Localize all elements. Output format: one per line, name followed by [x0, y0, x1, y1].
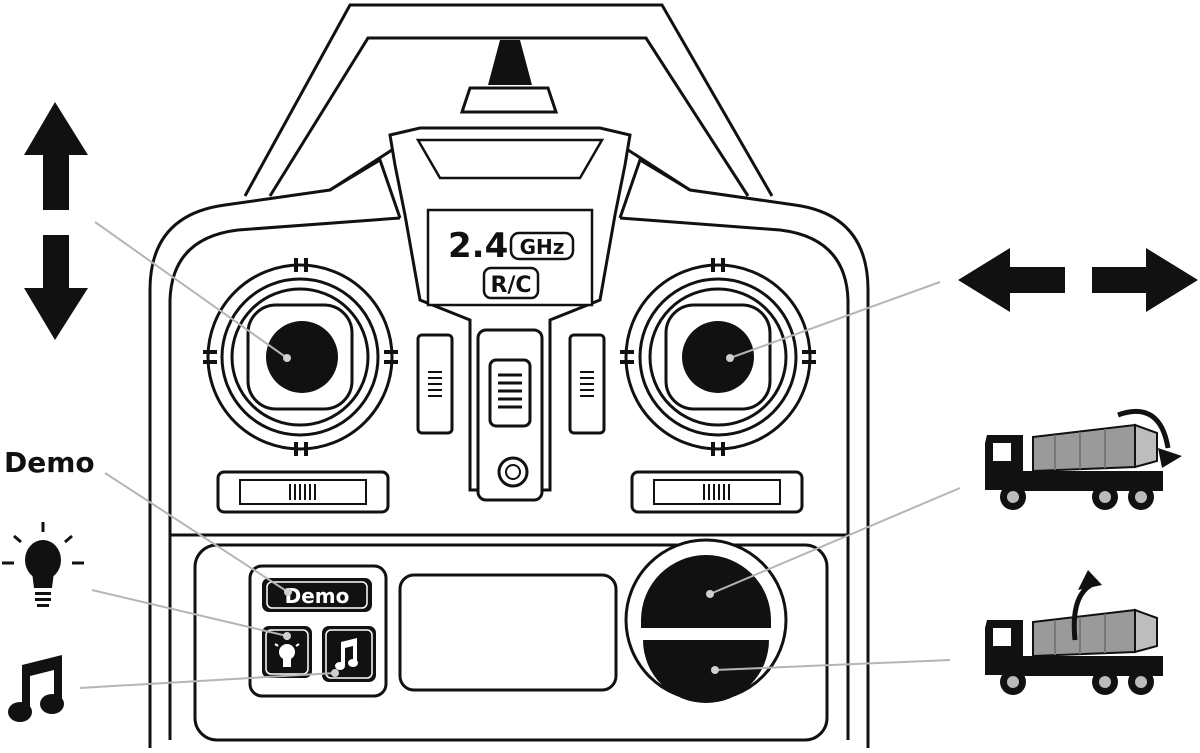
- demo-button[interactable]: Demo: [262, 578, 372, 612]
- right-horizontal-trim[interactable]: [630, 470, 804, 514]
- drum-rotation-knob[interactable]: [624, 538, 788, 703]
- carry-handle: [243, 3, 774, 197]
- frequency-unit-label: GHz: [520, 235, 565, 259]
- arrow-down-icon: [24, 235, 88, 340]
- frequency-label: 2.4: [448, 226, 508, 266]
- left-vertical-trim[interactable]: [416, 333, 454, 435]
- music-note-icon: [335, 638, 358, 670]
- music-note-icon: [8, 655, 64, 722]
- arrow-up-icon: [24, 102, 88, 210]
- knob-upper-half[interactable]: [641, 555, 771, 628]
- knob-lower-half[interactable]: [643, 640, 769, 703]
- center-panel: 2.4 GHz R/C: [388, 126, 632, 492]
- right-joystick[interactable]: [620, 258, 816, 456]
- demo-button-label: Demo: [285, 584, 350, 608]
- throttle-trim[interactable]: [476, 328, 544, 502]
- antenna: [459, 40, 559, 114]
- leader-lines: [79, 221, 961, 689]
- demo-callout-label: Demo: [4, 446, 95, 479]
- light-bulb-icon: [2, 522, 84, 607]
- mixer-drum-rotate-counterclockwise-icon: [984, 570, 1164, 696]
- rc-label: R/C: [490, 273, 531, 298]
- arrow-left-icon: [958, 248, 1065, 312]
- left-horizontal-trim[interactable]: [216, 470, 390, 514]
- light-button[interactable]: [262, 626, 312, 678]
- right-vertical-trim[interactable]: [568, 333, 606, 435]
- music-button[interactable]: [322, 626, 376, 682]
- left-joystick[interactable]: [203, 258, 398, 456]
- arrow-right-icon: [1092, 248, 1198, 312]
- leader-dots: [283, 354, 734, 677]
- mixer-drum-rotate-clockwise-icon: [984, 409, 1182, 511]
